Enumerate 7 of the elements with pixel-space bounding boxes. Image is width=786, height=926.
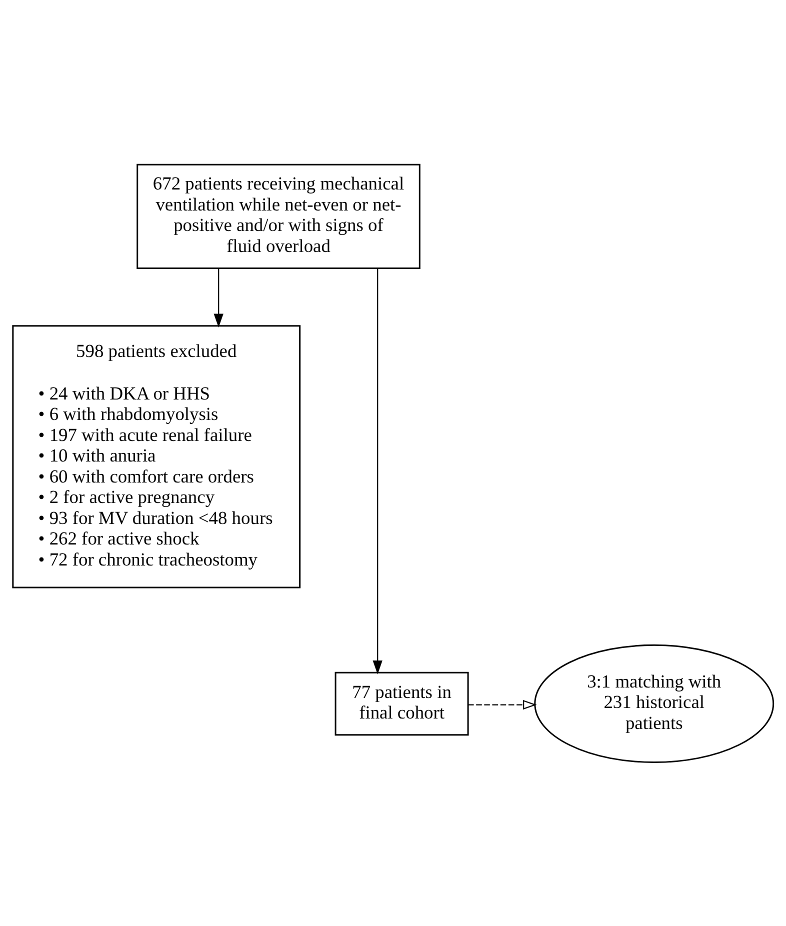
node-ellipse: 3:1 matching with 231 historical patients <box>534 644 774 763</box>
node-box: 672 patients receiving mechanical ventilation while net-even or net-positive and/or with signs of fluid overload <box>136 163 420 269</box>
arrow <box>214 268 224 328</box>
arrow <box>372 268 382 674</box>
node-box: 598 patients excluded • 24 with DKA or HHS • 6 with rhabdomyolysis • 197 with acute renal failure • 10 with anuria • 60 with comfort care orders • 2 for active pregnancy • 93 for MV duration <48 hours • 262 for active shock • 72 for chronic tracheostomy <box>12 324 301 588</box>
node-box: 77 patients in final cohort <box>334 671 469 736</box>
arrow <box>468 699 537 710</box>
